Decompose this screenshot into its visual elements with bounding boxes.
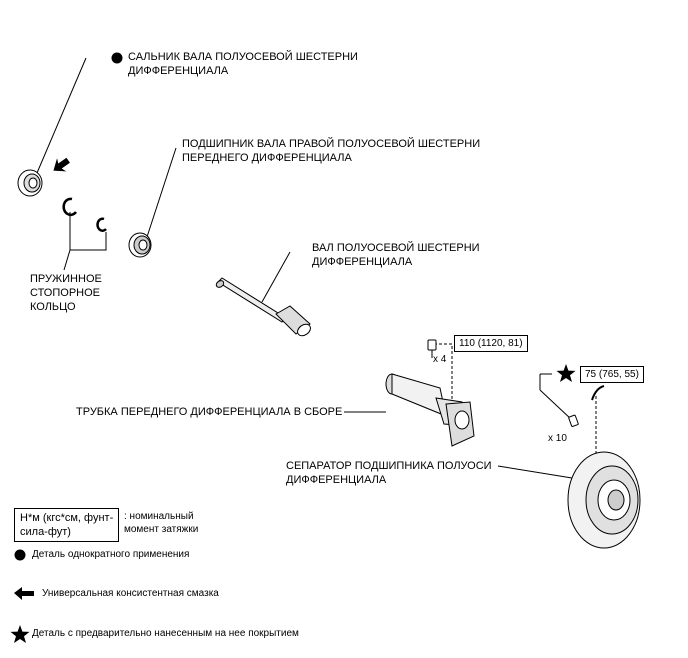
legend-unit-desc: : номинальный момент затяжки: [124, 511, 199, 535]
retainer-bolt-count: x 10: [548, 433, 567, 444]
retainer-leader: [497, 465, 573, 479]
legend-non-reusable-icon: [14, 549, 26, 561]
retainer-bolt-leader: [539, 389, 573, 421]
oil-seal-leader: [33, 57, 87, 181]
precoated-star-marker: [556, 364, 576, 382]
tube-torque-box: 110 (1120, 81): [454, 335, 528, 352]
bearing-part: [128, 232, 152, 258]
shaft-part: [215, 277, 311, 337]
snap-ring-bracket: [69, 212, 107, 251]
bearing-leader: [145, 147, 177, 241]
legend-grease-text: Универсальная консистентная смазка: [42, 588, 219, 599]
retainer-part: [567, 451, 641, 549]
legend-precoated-text: Деталь с предварительно нанесенным на не…: [32, 628, 299, 639]
grease-arrow-marker: [53, 157, 70, 172]
shaft-leader: [261, 251, 291, 303]
legend-unit-box: Н*м (кгс*см, фунт- сила-фут): [14, 508, 120, 542]
legend-grease-arrow-icon: [14, 587, 34, 600]
non-reusable-marker: [111, 52, 123, 64]
retainer-bolt-part: [568, 385, 605, 427]
legend-non-reusable-text: Деталь однократного применения: [32, 549, 190, 560]
bearing-label: ПОДШИПНИК ВАЛА ПРАВОЙ ПОЛУОСЕВОЙ ШЕСТЕРН…: [182, 138, 481, 164]
retainer-label: СЕПАРАТОР ПОДШИПНИКА ПОЛУОСИ ДИФФЕРЕНЦИА…: [286, 460, 492, 486]
legend-star-icon: [10, 625, 30, 643]
snap-ring-label: ПРУЖИННОЕ СТОПОРНОЕ КОЛЬЦО: [30, 273, 102, 313]
tube-assembly-part: [385, 373, 475, 447]
tube-bolt-part: [427, 339, 437, 358]
snap-ring-parts: [62, 197, 107, 232]
snap-ring-leader: [63, 249, 71, 271]
tube-bolt-dash: [434, 343, 453, 408]
tube-bolt-count: x 4: [433, 354, 447, 365]
tube-label: ТРУБКА ПЕРЕДНЕГО ДИФФЕРЕНЦИАЛА В СБОРЕ: [76, 406, 343, 418]
retainer-torque-box: 75 (765, 55): [580, 366, 644, 383]
oil-seal-part: [17, 169, 43, 197]
shaft-label: ВАЛ ПОЛУОСЕВОЙ ШЕСТЕРНИ ДИФФЕРЕНЦИАЛА: [312, 242, 480, 268]
oil-seal-label: САЛЬНИК ВАЛА ПОЛУОСЕВОЙ ШЕСТЕРНИ ДИФФЕРЕ…: [128, 51, 358, 77]
